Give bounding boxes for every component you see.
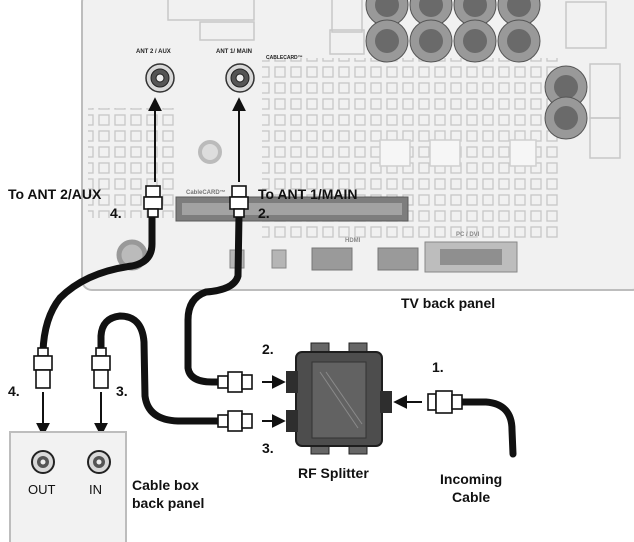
pc-label: PC / DVI: [456, 232, 480, 238]
incoming-cable-caption-line1: Incoming: [440, 471, 503, 487]
connector-ant2: [143, 185, 163, 218]
to-ant1-label: To ANT 1/MAIN: [258, 186, 358, 202]
ant1-port-sublabel: CABLECARD™: [266, 55, 303, 61]
cable-ant2-to-box-out: [39, 211, 156, 356]
cable-box-caption-line2: back panel: [132, 495, 205, 511]
to-ant1-step: 2.: [258, 205, 270, 221]
rf-splitter-caption: RF Splitter: [298, 465, 369, 481]
connector-box-in: [91, 347, 111, 389]
cable-ant1-to-splitter: [184, 211, 243, 386]
connector-incoming: [427, 390, 463, 414]
cable-box-caption-line1: Cable box: [132, 477, 199, 493]
connector-splitter-top: [217, 371, 253, 393]
incoming-cable: [458, 398, 517, 458]
hdmi-label: HDMI: [345, 238, 361, 244]
box-in-step: 3.: [116, 383, 128, 399]
cablecard-label: CableCARD™: [186, 190, 226, 196]
cable-box-in-to-splitter: [97, 312, 229, 425]
tv-back-panel: [81, 0, 634, 291]
box-out-step: 4.: [8, 383, 20, 399]
ant1-port-label: ANT 1/ MAIN: [216, 49, 252, 55]
box-in-label: IN: [89, 482, 102, 497]
box-in-jack: [87, 450, 111, 474]
ant1-port: [225, 63, 255, 93]
connector-splitter-bottom: [217, 410, 253, 432]
splitter-bottom-step: 3.: [262, 440, 274, 456]
box-out-label: OUT: [28, 482, 56, 497]
ant2-port: [145, 63, 175, 93]
rf-splitter: [286, 342, 392, 455]
to-ant2-label: To ANT 2/AUX: [8, 186, 102, 202]
incoming-cable-caption-line2: Cable: [452, 489, 491, 505]
to-ant2-step: 4.: [110, 205, 122, 221]
connector-ant1: [229, 185, 249, 218]
cable-box-panel: [9, 431, 127, 542]
splitter-top-step: 2.: [262, 341, 274, 357]
splitter-input-step: 1.: [432, 359, 444, 375]
box-out-jack: [31, 450, 55, 474]
ant2-port-label: ANT 2 / AUX: [136, 49, 171, 55]
tv-back-panel-caption: TV back panel: [401, 295, 496, 311]
connector-box-out: [33, 347, 53, 389]
